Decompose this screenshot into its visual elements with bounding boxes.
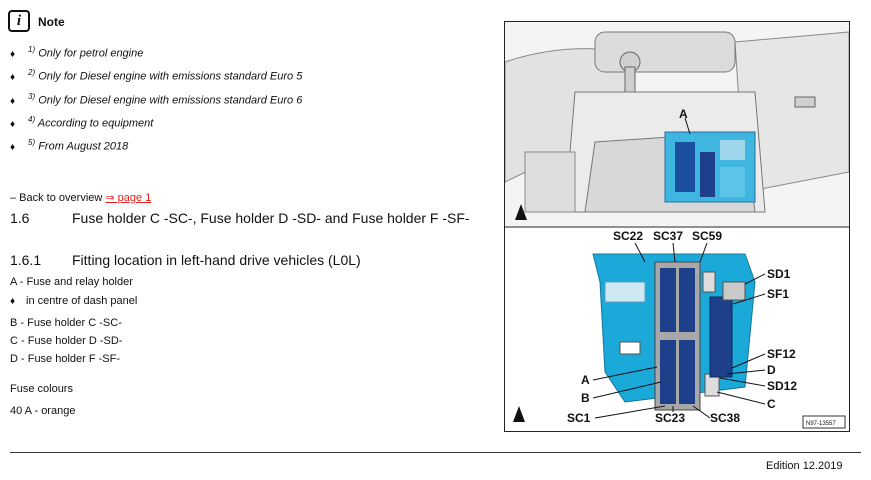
- section-title: Fuse holder C -SC-, Fuse holder D -SD- a…: [72, 210, 470, 226]
- legend-item-b: B - Fuse holder C -SC-: [10, 317, 122, 329]
- label-sc22: SC22: [613, 229, 643, 243]
- page-link[interactable]: ⇒ page 1: [105, 192, 152, 204]
- figure-reference: N97-13557: [806, 421, 836, 427]
- legend-item-c: C - Fuse holder D -SD-: [10, 335, 123, 347]
- bullet-icon: ♦: [10, 296, 16, 307]
- legend-item-a-sub: ♦in centre of dash panel: [10, 295, 138, 307]
- subsection-number: 1.6.1: [10, 252, 42, 268]
- figure-svg: A SC22 SC37: [504, 22, 850, 429]
- note-item: ♦4) According to equipment: [10, 115, 154, 130]
- label-d: D: [767, 363, 776, 377]
- bullet-icon: ♦: [10, 48, 16, 60]
- label-b: B: [581, 391, 590, 405]
- label-c: C: [767, 397, 776, 411]
- label-sc1: SC1: [567, 411, 591, 425]
- note-title: Note: [38, 15, 65, 29]
- fuse-location-figure: A SC22 SC37: [504, 21, 850, 432]
- back-to-overview: – Back to overview ⇒ page 1: [10, 192, 152, 204]
- subsection-title: Fitting location in left-hand drive vehi…: [72, 252, 361, 268]
- fuse-holder-drawing: SC22 SC37 SC59 SD1 SF1 SF12 D SD12 C A B…: [513, 229, 846, 429]
- fuse-colours-heading: Fuse colours: [10, 383, 73, 395]
- label-sf12: SF12: [767, 347, 796, 361]
- label-a: A: [581, 373, 590, 387]
- legend-item-a: A - Fuse and relay holder: [10, 276, 133, 288]
- section-number: 1.6: [10, 210, 30, 226]
- note-item: ♦2) Only for Diesel engine with emission…: [10, 68, 303, 83]
- label-sd12: SD12: [767, 379, 797, 393]
- arrow-icon: [515, 204, 527, 220]
- bullet-icon: ♦: [10, 141, 16, 153]
- edition-label: Edition 12.2019: [766, 460, 843, 472]
- label-sc38: SC38: [710, 411, 740, 425]
- legend-item-d: D - Fuse holder F -SF-: [10, 353, 121, 365]
- arrow-icon: [513, 406, 525, 422]
- label-sc37: SC37: [653, 229, 683, 243]
- bullet-icon: ♦: [10, 118, 16, 130]
- label-sc23: SC23: [655, 411, 685, 425]
- bullet-icon: ♦: [10, 95, 16, 107]
- note-item: ♦1) Only for petrol engine: [10, 45, 144, 60]
- label-sd1: SD1: [767, 267, 791, 281]
- note-item: ♦5) From August 2018: [10, 138, 129, 153]
- label-sf1: SF1: [767, 287, 789, 301]
- dashboard-drawing: A: [504, 22, 850, 226]
- label-a-top: A: [679, 107, 688, 121]
- bullet-icon: ♦: [10, 71, 16, 83]
- label-sc59: SC59: [692, 229, 722, 243]
- fuse-colour-entry: 40 A - orange: [10, 405, 76, 417]
- footer-divider: [10, 452, 861, 453]
- note-item: ♦3) Only for Diesel engine with emission…: [10, 92, 303, 107]
- info-icon: i: [8, 10, 30, 32]
